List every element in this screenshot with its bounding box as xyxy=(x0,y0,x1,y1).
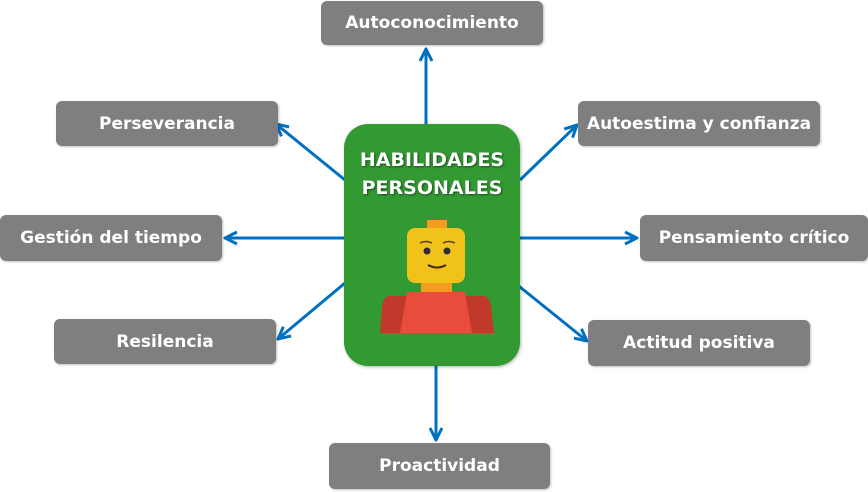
arrow-perseverancia xyxy=(276,124,346,182)
skill-gestion-tiempo: Gestión del tiempo xyxy=(0,215,222,261)
skill-autoconocimiento: Autoconocimiento xyxy=(321,1,543,45)
center-title: HABILIDADES PERSONALES xyxy=(344,146,520,202)
center-title-line1: HABILIDADES xyxy=(359,149,505,171)
center-title-line2: PERSONALES xyxy=(361,177,503,199)
arrow-resilencia xyxy=(278,281,346,339)
center-node: HABILIDADES PERSONALES xyxy=(344,124,520,366)
arrow-actitud xyxy=(514,281,587,341)
skill-autoestima: Autoestima y confianza xyxy=(578,101,820,146)
skill-proactividad: Proactividad xyxy=(329,443,550,489)
skill-resilencia: Resilencia xyxy=(54,319,276,364)
skill-perseverancia: Perseverancia xyxy=(56,101,278,146)
skill-pensamiento-critico: Pensamiento crítico xyxy=(640,215,868,261)
skill-actitud-positiva: Actitud positiva xyxy=(588,320,810,366)
arrow-autoestima xyxy=(518,125,577,182)
lego-minifigure-icon xyxy=(380,220,494,333)
